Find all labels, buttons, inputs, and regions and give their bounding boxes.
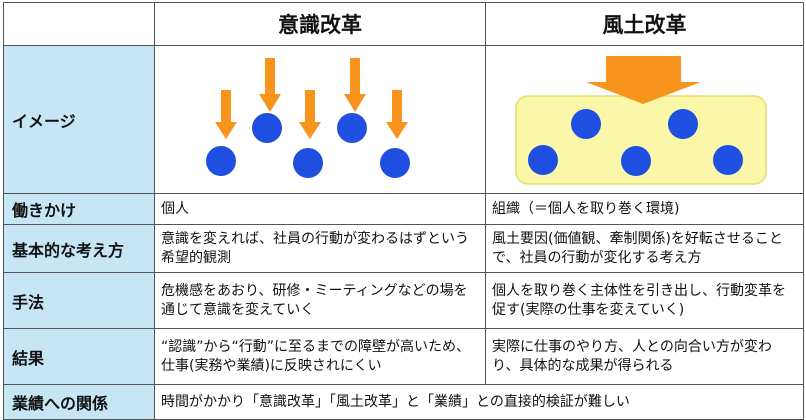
cell-left: 危機感をあおり、研修・ミーティングなどの場を通じて意識を変えていく	[154, 272, 486, 329]
down-arrow	[299, 90, 321, 139]
cell-right: 組織（＝個人を取り巻く環境)	[485, 193, 804, 225]
cell-right: 個人を取り巻く主体性を引き出し、行動変革を促す(実際の仕事を変えていく)	[485, 272, 804, 329]
down-arrow	[215, 90, 237, 139]
person-circle	[713, 145, 743, 175]
cell-left: “認識”から“行動”に至るまでの障壁が高いため、仕事(実務や業績)に反映されにく…	[154, 328, 486, 385]
cell-left: 個人	[154, 193, 486, 225]
row-label: 手法	[3, 272, 155, 329]
row-method: 手法 危機感をあおり、研修・ミーティングなどの場を通じて意識を変えていく 個人を…	[3, 272, 804, 329]
image-left	[154, 45, 486, 194]
person-circle	[252, 113, 282, 143]
person-circle	[668, 109, 698, 139]
row-performance: 業績への関係 時間がかかり「意識改革」「風土改革」と「業績」との直接的検証が難し…	[3, 384, 804, 420]
individual-arrows-diagram	[206, 58, 410, 178]
row-approach: 働きかけ 個人 組織（＝個人を取り巻く環境)	[3, 193, 804, 225]
down-arrow	[259, 58, 281, 112]
person-circle	[337, 113, 367, 143]
image-right	[485, 45, 804, 194]
big-down-arrow	[586, 56, 701, 104]
row-label: 業績への関係	[3, 384, 155, 420]
comparison-table: 意識改革 風土改革 イメージ	[3, 2, 804, 420]
row-basic-idea: 基本的な考え方 意識を変えれば、社員の行動が変わるはずという希望的観測 風土要因…	[3, 224, 804, 273]
organization-circles	[528, 109, 743, 176]
person-circle	[206, 146, 236, 176]
image-row: イメージ	[3, 45, 804, 194]
individual-circles	[206, 113, 410, 178]
row-result: 結果 “認識”から“行動”に至るまでの障壁が高いため、仕事(実務や業績)に反映さ…	[3, 328, 804, 385]
down-arrows	[215, 58, 408, 139]
column-header-left: 意識改革	[154, 2, 486, 46]
person-circle	[571, 109, 601, 139]
row-label: 働きかけ	[3, 193, 155, 225]
cell-merged: 時間がかかり「意識改革」「風土改革」と「業績」との直接的検証が難しい	[154, 384, 804, 420]
organization-arrow-diagram	[515, 56, 767, 185]
person-circle	[528, 145, 558, 175]
cell-left: 意識を変えれば、社員の行動が変わるはずという希望的観測	[154, 224, 486, 273]
person-circle	[621, 146, 651, 176]
row-label: 結果	[3, 328, 155, 385]
person-circle	[293, 148, 323, 178]
column-header-right: 風土改革	[485, 2, 804, 46]
person-circle	[380, 148, 410, 178]
corner-cell	[3, 2, 155, 46]
header-row: 意識改革 風土改革	[3, 2, 804, 46]
down-arrow	[386, 90, 408, 139]
cell-right: 風土要因(価値観、牽制関係)を好転させることで、社員の行動が変化する考え方	[485, 224, 804, 273]
down-arrow	[344, 58, 366, 112]
row-label: 基本的な考え方	[3, 224, 155, 273]
cell-right: 実際に仕事のやり方、人との向合い方が変わり、具体的な成果が得られる	[485, 328, 804, 385]
row-label-image: イメージ	[3, 45, 155, 194]
